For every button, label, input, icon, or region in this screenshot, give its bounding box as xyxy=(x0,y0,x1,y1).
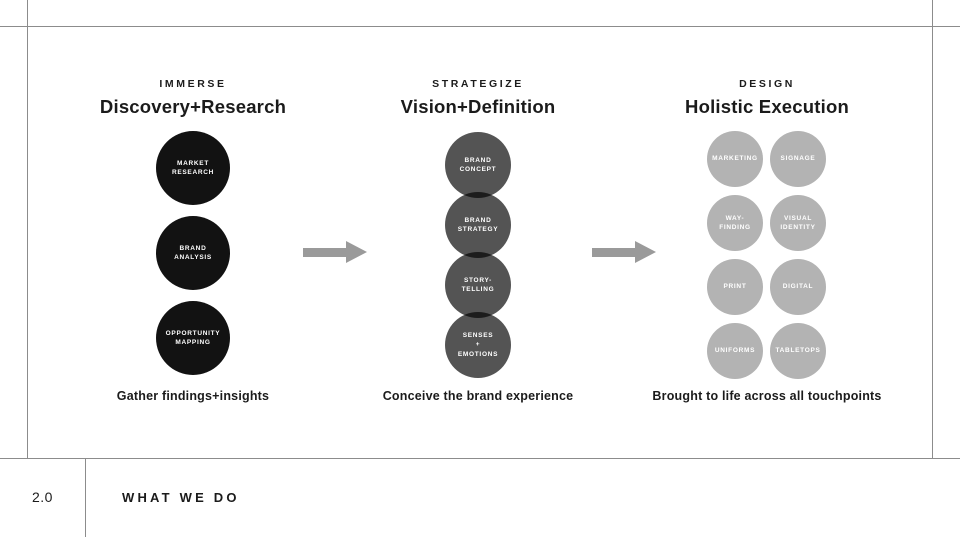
circle-label-line: UNIFORMS xyxy=(714,347,756,355)
circle-label-line: EMOTIONS xyxy=(457,350,499,358)
process-circle: STORY- TELLING xyxy=(445,252,511,318)
circle-stack-immerse: MARKET RESEARCH BRAND ANALYSIS OPPORTUNITY MA… xyxy=(156,131,230,375)
frame-line-footer xyxy=(0,458,960,459)
circle-label-line: CONCEPT xyxy=(459,166,497,173)
circle-label-line: STORY- xyxy=(463,276,493,284)
circle-label-line: + xyxy=(475,341,481,349)
process-circle: BRAND STRATEGY xyxy=(445,192,511,258)
circle-label-line: SENSES xyxy=(462,331,494,339)
process-circle: UNIFORMS xyxy=(707,323,763,379)
caption-strategize: Conceive the brand experience xyxy=(382,389,574,403)
process-circle: TABLETOPS xyxy=(770,323,826,379)
circle-label-line: SIGNAGE xyxy=(780,155,816,163)
circle-label-line: STRATEGY xyxy=(457,226,499,233)
footer-section-label: WHAT WE DO xyxy=(122,490,240,505)
process-circle: MARKET RESEARCH xyxy=(156,131,230,205)
process-circle: WAY- FINDING xyxy=(707,195,763,251)
circle-label-line: BRAND xyxy=(464,156,492,164)
flow-arrow-1 xyxy=(303,241,367,264)
arrow-shaft xyxy=(592,248,635,257)
process-circle: SIGNAGE xyxy=(770,131,826,187)
process-circle: MARKETING xyxy=(707,131,763,187)
circle-label-line: WAY- xyxy=(725,214,745,222)
column-title-holistic-execution: Holistic Execution xyxy=(685,96,849,117)
arrow-head xyxy=(635,241,656,263)
circle-label-line: TELLING xyxy=(461,286,495,293)
circle-label-line: PRINT xyxy=(723,283,747,291)
column-title-vision-definition: Vision+Definition xyxy=(400,96,556,117)
circle-label-line: MARKETING xyxy=(712,155,758,163)
circle-label-line: BRAND xyxy=(179,244,207,252)
column-kicker-design: DESIGN xyxy=(739,78,795,90)
column-title-discovery-research: Discovery+Research xyxy=(99,96,287,117)
arrow-shaft xyxy=(303,248,346,257)
caption-design: Brought to life across all touchpoints xyxy=(652,389,882,403)
arrow-head xyxy=(346,241,367,263)
circle-label-line: ANALYSIS xyxy=(174,254,212,261)
circle-label-line: MARKET xyxy=(176,159,209,167)
circle-grid-design: MARKETING SIGNAGE WAY- FINDING VISUAL IDENTIT… xyxy=(707,131,826,379)
process-circle: OPPORTUNITY MAPPING xyxy=(156,301,230,375)
circle-label-line: TABLETOPS xyxy=(775,347,821,355)
circle-label-line: VISUAL xyxy=(783,214,813,222)
circle-label-line: BRAND xyxy=(464,216,492,224)
circle-label-line: OPPORTUNITY xyxy=(165,329,221,337)
circle-label-line: RESEARCH xyxy=(171,169,215,176)
circle-stack-strategize: BRAND CONCEPT BRAND STRATEGY STORY- TELLING SE… xyxy=(445,132,511,378)
process-circle: BRAND CONCEPT xyxy=(445,132,511,198)
process-circle: BRAND ANALYSIS xyxy=(156,216,230,290)
circle-label-line: MAPPING xyxy=(175,339,211,346)
circle-label-line: FINDING xyxy=(719,224,751,231)
frame-line-left xyxy=(27,0,28,458)
column-kicker-immerse: IMMERSE xyxy=(159,78,227,90)
frame-line-top xyxy=(0,26,960,27)
column-kicker-strategize: STRATEGIZE xyxy=(432,78,524,90)
flow-arrow-2 xyxy=(592,241,656,264)
process-circle: VISUAL IDENTITY xyxy=(770,195,826,251)
process-circle: PRINT xyxy=(707,259,763,315)
circle-label-line: DIGITAL xyxy=(782,283,814,291)
page-number: 2.0 xyxy=(32,489,53,505)
footer-divider xyxy=(85,459,86,537)
process-circle: SENSES +EMOTIONS xyxy=(445,312,511,378)
process-circle: DIGITAL xyxy=(770,259,826,315)
caption-immerse: Gather findings+insights xyxy=(116,389,270,403)
circle-label-line: IDENTITY xyxy=(780,224,816,231)
frame-line-right xyxy=(932,0,933,458)
